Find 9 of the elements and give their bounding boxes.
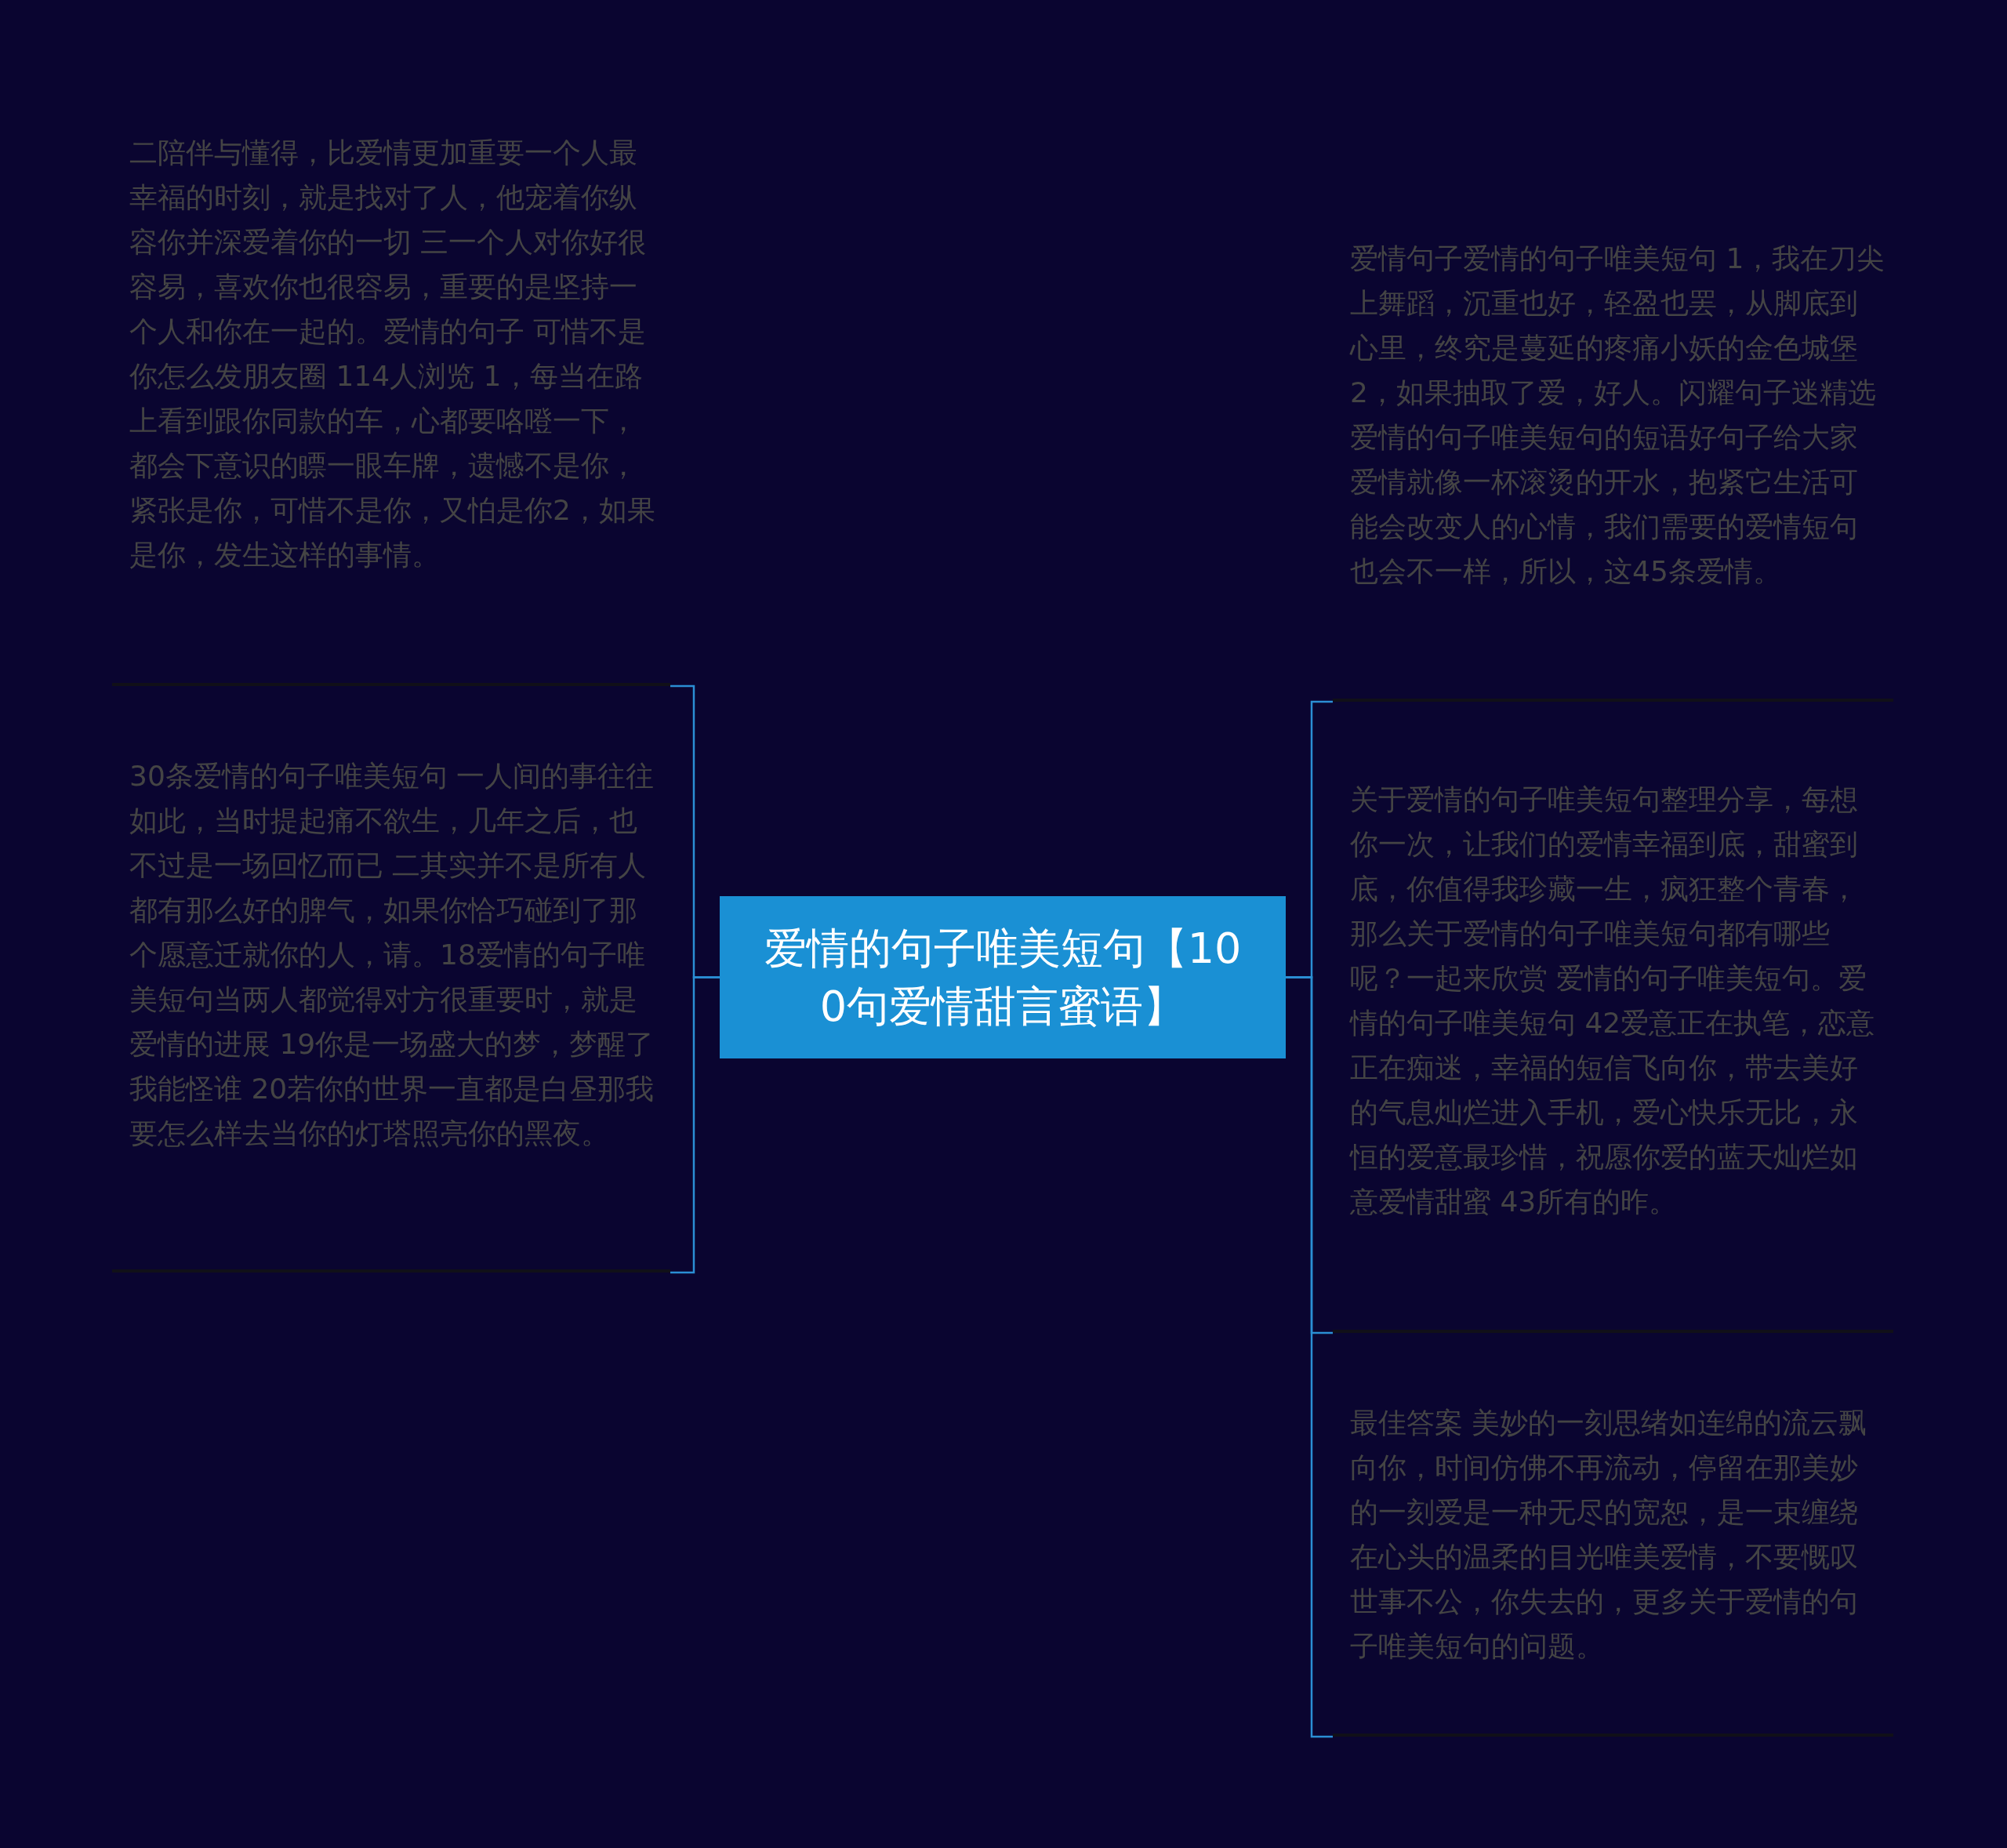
topic-text: 爱情句子爱情的句子唯美短句 1，我在刀尖上舞蹈，沉重也好，轻盈也罢，从脚底到心里，终究是蔓延的疼痛小妖的金色城堡 2，如果抽取了爱，好人。闪耀句子迷精选爱情的句子唯美短句的短语好句子给大家爱情就像一杯滚烫的开水，抱紧它生活可能会改变人的心情，我们需要的爱情短句也会不一样，所以，这45条爱情。	[1350, 241, 1885, 589]
central-topic-box	[720, 896, 1286, 1058]
topic-text: 二陪伴与懂得，比爱情更加重要一个人最幸福的时刻，就是找对了人，他宠着你纵容你并深爱着你的一切 三一个人对你好很容易，喜欢你也很容易，重要的是坚持一个人和你在一起的。爱情的句子 可惜不是你怎么发朋友圈 114人浏览 1，每当在路上看到跟你同款的车，心都要咯噔一下，都会下意识的瞟一眼车牌，遗憾不是你，紧张是你，可惜不是你，又怕是你2，如果是你，发生这样的事情。	[129, 136, 656, 572]
connector-line	[1286, 976, 1333, 1738]
topic-text: 最佳答案 美妙的一刻思绪如连绵的流云飘向你，时间仿佛不再流动，停留在那美妙的一刻爱是一种无尽的宽恕，是一束缠绕在心头的温柔的目光唯美爱情，不要慨叹世事不公，你失去的，更多关于爱情的句子唯美短句的问题。	[1350, 1406, 1868, 1664]
connector-line	[670, 976, 720, 1274]
topic-text: 30条爱情的句子唯美短句 一人间的事往往如此，当时提起痛不欲生，几年之后，也不过是一场回忆而已 二其实并不是所有人都有那么好的脾气，如果你恰巧碰到了那个愿意迁就你的人，请。18爱情的句子唯美短句当两人都觉得对方很重要时，就是爱情的进展 19你是一场盛大的梦，梦醒了我能怪谁 20若你的世界一直都是白昼那我要怎么样去当你的灯塔照亮你的黑夜。	[129, 759, 655, 1151]
topic-text: 关于爱情的句子唯美短句整理分享，每想你一次，让我们的爱情幸福到底，甜蜜到底，你值得我珍藏一生，疯狂整个青春，那么关于爱情的句子唯美短句都有哪些呢？一起来欣赏 爱情的句子唯美短句。爱情的句子唯美短句 42爱意正在执笔，恋意正在痴迷，幸福的短信飞向你，带去美好的气息灿烂进入手机，爱心快乐无比，永恒的爱意最珍惜，祝愿你爱的蓝天灿烂如意爱情甜蜜 43所有的昨。	[1350, 782, 1876, 1219]
topic-title: 爱情的句子唯美短句【100句爱情甜言蜜语】	[763, 922, 1243, 1033]
